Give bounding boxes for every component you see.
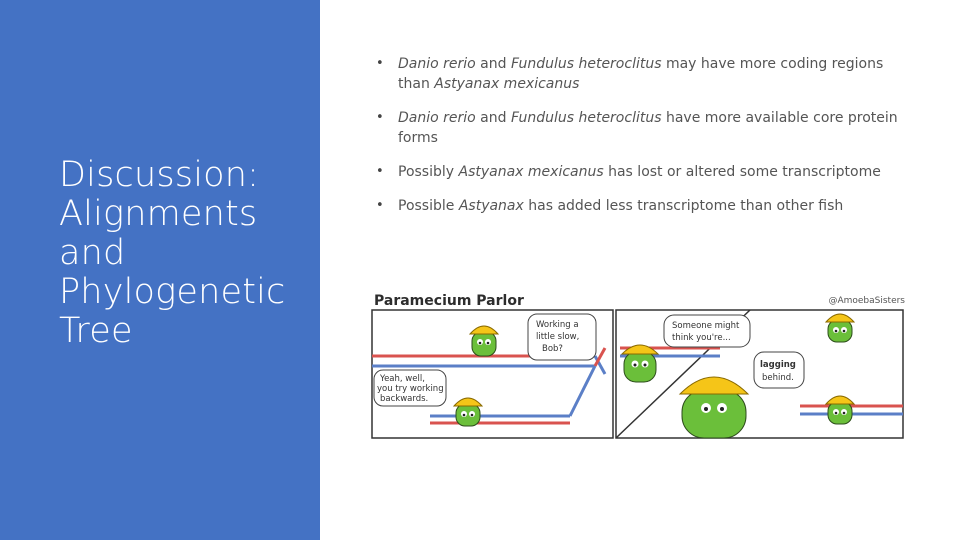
species-name: Astyanax mexicanus xyxy=(434,76,580,92)
character-large-worried-icon xyxy=(678,376,750,439)
amoeba-sisters-comic: Paramecium Parlor @AmoebaSisters xyxy=(370,290,905,440)
bullet-item: • Danio rerio and Fundulus heteroclitus h… xyxy=(370,108,910,148)
svg-text:Bob?: Bob? xyxy=(542,344,563,354)
svg-text:little slow,: little slow, xyxy=(536,332,579,342)
svg-text:Someone might: Someone might xyxy=(672,321,740,331)
character-bob-small-panel2-icon xyxy=(620,344,660,383)
character-bottom-right-icon xyxy=(824,395,856,425)
species-name: Astyanax mexicanus xyxy=(458,164,604,180)
bubble-lagging-behind: lagging behind. xyxy=(753,351,805,389)
svg-text:think you're...: think you're... xyxy=(672,333,731,343)
bubble-someone-might: Someone might think you're... xyxy=(663,314,751,348)
comic-credit: @AmoebaSisters xyxy=(828,296,905,306)
bullet-item: • Danio rerio and Fundulus heteroclitus m… xyxy=(370,54,910,94)
bullet-text: have more available core protein forms xyxy=(398,110,898,146)
bullet-item: • Possibly Astyanax mexicanus has lost or… xyxy=(370,162,910,182)
svg-text:you try working: you try working xyxy=(377,384,444,394)
svg-text:Yeah, well,: Yeah, well, xyxy=(379,374,425,384)
title-line-5: Tree xyxy=(59,311,133,351)
comic-header-title: Paramecium Parlor xyxy=(374,293,524,309)
species-name: Astyanax xyxy=(458,198,524,214)
bullet-marker: • xyxy=(376,110,384,125)
bullet-text: Possibly xyxy=(398,164,459,180)
bullet-item: • Possible Astyanax has added less transc… xyxy=(370,196,910,216)
title-line-3: and xyxy=(59,233,126,273)
comic-svg: Paramecium Parlor @AmoebaSisters xyxy=(371,293,905,439)
bullet-text: has lost or altered some transcriptome xyxy=(603,164,881,180)
bullet-marker: • xyxy=(376,198,384,213)
svg-text:backwards.: backwards. xyxy=(380,394,428,404)
bullet-text: has added less transcriptome than other … xyxy=(523,198,844,214)
species-name: Fundulus heteroclitus xyxy=(510,56,662,72)
character-worker-icon xyxy=(452,397,484,427)
slide-title: Discussion: Alignments and Phylogenetic … xyxy=(59,156,309,351)
character-far-right-icon xyxy=(824,313,856,343)
species-name: Danio rerio xyxy=(398,56,476,72)
title-line-4: Phylogenetic xyxy=(59,272,286,312)
bullet-text: and xyxy=(475,56,511,72)
bullet-text: and xyxy=(475,110,511,126)
bullet-text: may have more coding regions than xyxy=(398,56,884,92)
svg-text:lagging: lagging xyxy=(760,360,796,370)
character-bob-small-icon xyxy=(468,325,500,357)
bubble-yeah-well: Yeah, well, you try working backwards. xyxy=(373,369,447,407)
bullet-list: • Danio rerio and Fundulus heteroclitus m… xyxy=(370,54,910,230)
bullet-text: Possible xyxy=(398,198,459,214)
title-line-2: Alignments xyxy=(59,194,258,234)
bubble-working-slow: Working a little slow, Bob? xyxy=(527,313,597,361)
bullet-marker: • xyxy=(376,56,384,71)
species-name: Danio rerio xyxy=(398,110,476,126)
svg-text:behind.: behind. xyxy=(762,373,794,383)
title-sidebar xyxy=(0,0,320,540)
title-line-1: Discussion: xyxy=(59,155,260,195)
bullet-marker: • xyxy=(376,164,384,179)
species-name: Fundulus heteroclitus xyxy=(510,110,662,126)
svg-text:Working a: Working a xyxy=(536,320,579,330)
